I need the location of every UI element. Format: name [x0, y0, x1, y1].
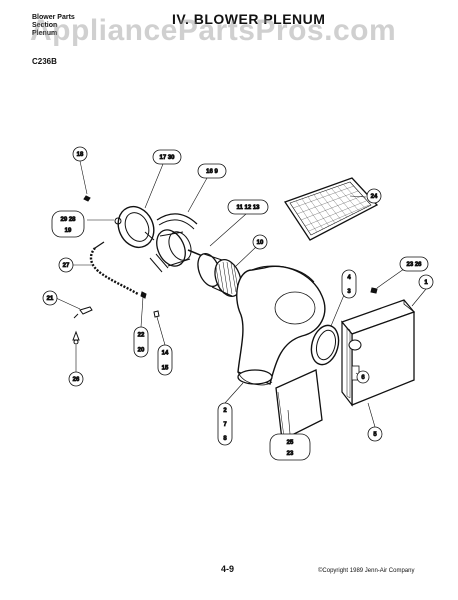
- callout-10: 10: [252, 234, 268, 250]
- mounting-ring-part: [114, 205, 155, 249]
- gasket-ring-part: [310, 324, 340, 366]
- callout-5: 5: [367, 426, 383, 442]
- callout-1-label: 1: [424, 280, 428, 286]
- callout-16-9-label: 16 9: [206, 169, 218, 175]
- cover-plate-part: [275, 369, 323, 441]
- callout-16-9: 16 9: [197, 163, 227, 179]
- callout-18: 18: [72, 146, 88, 162]
- wire-harness-part: [89, 241, 139, 296]
- callout-27-label: 27: [63, 263, 70, 269]
- callout-1: 1: [418, 274, 434, 290]
- motor-part: [144, 229, 206, 267]
- callout-23-26: 23 26: [399, 256, 429, 272]
- callout-17-30: 17 30: [152, 149, 182, 165]
- filter-part: [284, 177, 379, 241]
- section-line-2: Section: [32, 22, 58, 29]
- callout-26: 26: [68, 371, 84, 387]
- model-number: C236B: [32, 57, 57, 66]
- callout-18-label: 18: [77, 152, 84, 158]
- callout-17-30-label: 17 30: [159, 155, 175, 161]
- small-hardware: [72, 195, 378, 345]
- callout-27: 27: [58, 257, 74, 273]
- motor-bracket-part: [149, 213, 198, 273]
- callout-11-12-13: 11 12 13: [227, 199, 269, 215]
- callout-23-26-label: 23 26: [406, 262, 422, 268]
- callout-10-label: 10: [257, 240, 264, 246]
- section-line-3: Plenum: [32, 30, 58, 37]
- callout-11-12-13-label: 11 12 13: [236, 205, 260, 211]
- callout-21: 21: [42, 290, 58, 306]
- callout-6-label: 6: [361, 375, 365, 381]
- callout-6: 6: [356, 370, 370, 384]
- plenum-box-part: [340, 299, 416, 407]
- callout-21-label: 21: [47, 296, 54, 302]
- callout-24-label: 24: [371, 194, 378, 200]
- callout-5-label: 5: [373, 432, 377, 438]
- page-title: IV. BLOWER PLENUM: [172, 11, 326, 27]
- copyright-notice: ©Copyright 1989 Jenn-Air Company: [318, 568, 415, 574]
- section-line-1: Blower Parts: [32, 14, 75, 21]
- page-number: 4-9: [221, 564, 235, 574]
- watermark: AppliancePartsPros.com: [30, 14, 397, 47]
- section-caption: Blower Parts Section Plenum: [32, 14, 75, 38]
- callout-26-label: 26: [73, 377, 80, 383]
- blower-housing-part: [236, 265, 326, 386]
- blower-wheel-part: [197, 253, 242, 297]
- callout-24: 24: [366, 188, 382, 204]
